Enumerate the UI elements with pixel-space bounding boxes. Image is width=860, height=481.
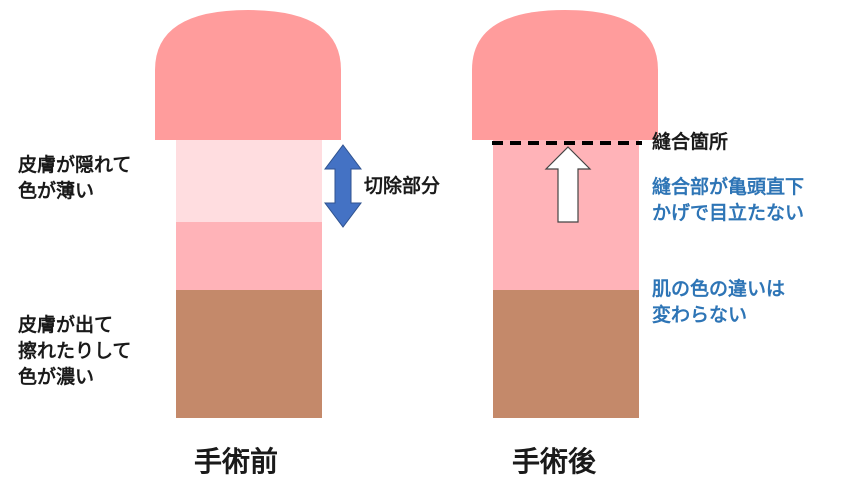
after-brown-skin-band xyxy=(493,290,639,418)
suture-note: 縫合部が亀頭直下 かげで目立たない xyxy=(652,174,804,226)
exposed-skin-label: 皮膚が出て 擦れたりして 色が濃い xyxy=(18,312,131,390)
hidden-skin-label: 皮膚が隠れて 色が薄い xyxy=(18,152,131,204)
before-brown-skin-band xyxy=(176,290,322,418)
hollow-arrow-up-icon xyxy=(544,146,592,223)
before-pink-skin-band xyxy=(176,222,322,290)
before-figure xyxy=(155,10,341,418)
hidden-skin-label-line2: 色が薄い xyxy=(18,180,95,202)
suture-note-line2: かげで目立たない xyxy=(652,202,805,224)
skin-color-note-line2: 変わらない xyxy=(652,304,748,326)
before-caption: 手術前 xyxy=(194,445,279,478)
suture-note-line1: 縫合部が亀頭直下 xyxy=(652,176,805,198)
exposed-skin-label-line1: 皮膚が出て xyxy=(18,314,114,336)
exposed-skin-label-line3: 色が濃い xyxy=(18,366,95,388)
after-figure xyxy=(472,10,658,418)
after-caption: 手術後 xyxy=(512,445,597,478)
skin-color-note: 肌の色の違いは 変わらない xyxy=(652,276,785,328)
suture-label: 縫合箇所 xyxy=(652,131,729,153)
after-glans xyxy=(472,10,658,140)
cut-part-label: 切除部分 xyxy=(364,175,441,197)
exposed-skin-label-line2: 擦れたりして xyxy=(18,340,132,362)
before-light-skin-band xyxy=(176,140,322,222)
hidden-skin-label-line1: 皮膚が隠れて xyxy=(18,154,132,176)
double-arrow-vertical-icon xyxy=(324,144,362,228)
before-glans xyxy=(155,10,341,140)
skin-color-note-line1: 肌の色の違いは xyxy=(652,278,786,300)
